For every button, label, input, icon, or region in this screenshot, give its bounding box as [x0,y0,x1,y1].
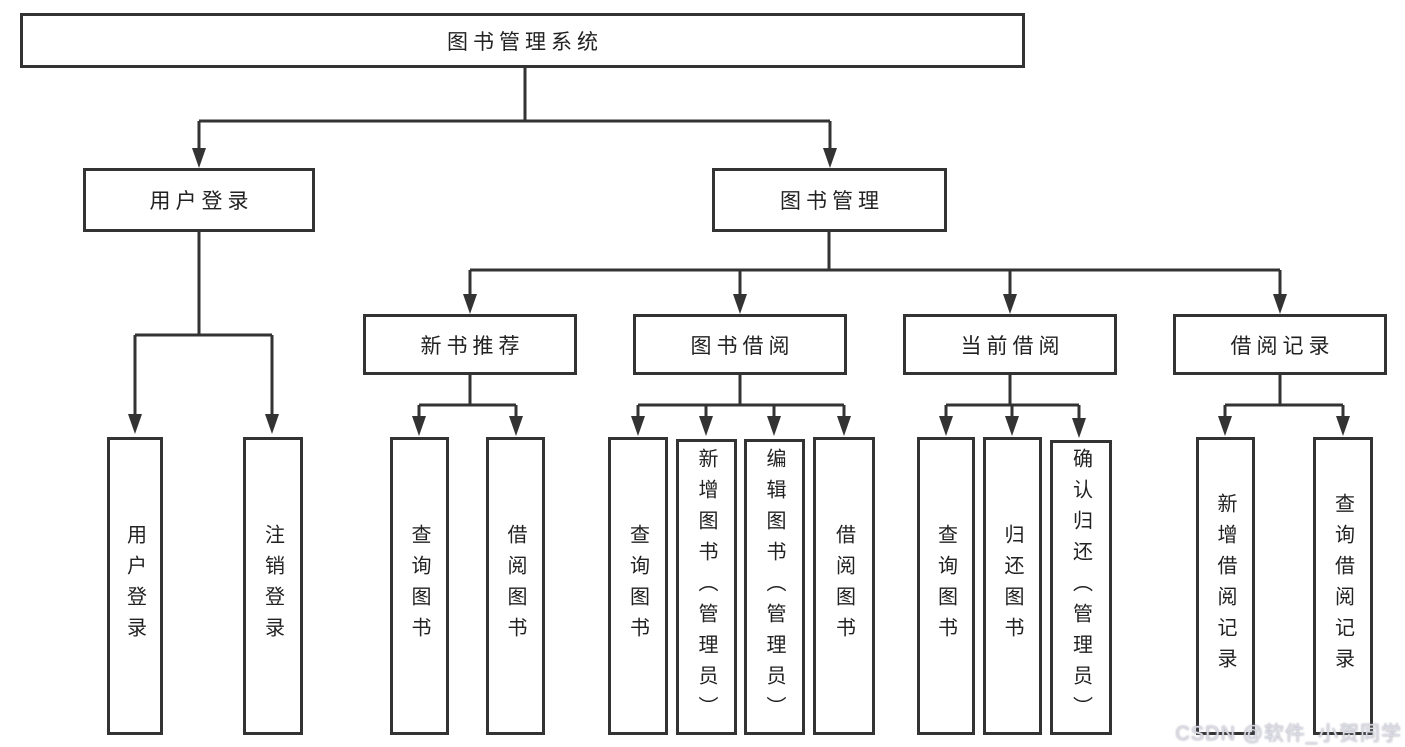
connector-book-borrow-children [631,375,851,436]
connector-book-mgmt-children [463,232,1287,314]
connector-root-to-level2 [192,68,837,168]
leaf-add-books-admin: 新增图书（管理员） [676,439,737,735]
connector-new-book-rec-children [412,375,523,436]
connector-borrow-records-children [1218,375,1350,436]
node-new-book-recommendation: 新书推荐 [363,314,577,375]
connector-current-borrow-children [939,375,1086,438]
node-book-management: 图书管理 [712,168,947,232]
node-user-login: 用户登录 [83,168,315,232]
leaf-user-login: 用户登录 [107,437,163,735]
node-library-management-system: 图书管理系统 [20,13,1025,68]
node-current-borrowing: 当前借阅 [903,314,1117,375]
leaf-borrow-books: 借阅图书 [813,437,875,735]
connector-user-login-children [128,232,279,434]
csdn-watermark: CSDN @软件_小贺同学 [1175,723,1402,745]
leaf-confirm-return-admin: 确认归还（管理员） [1050,440,1112,735]
leaf-logout: 注销登录 [243,437,303,735]
leaf-recommend-query-books: 查询图书 [390,437,449,735]
leaf-return-books: 归还图书 [983,437,1042,735]
leaf-borrowing-query-books: 查询图书 [608,437,668,735]
node-book-borrowing: 图书借阅 [633,314,847,375]
leaf-edit-books-admin: 编辑图书（管理员） [744,439,805,735]
leaf-query-borrow-record: 查询借阅记录 [1313,437,1373,735]
node-borrowing-records: 借阅记录 [1173,314,1387,375]
leaf-add-borrow-record: 新增借阅记录 [1196,437,1255,735]
leaf-current-query-books: 查询图书 [917,437,975,735]
leaf-recommend-borrow-books: 借阅图书 [486,437,545,735]
